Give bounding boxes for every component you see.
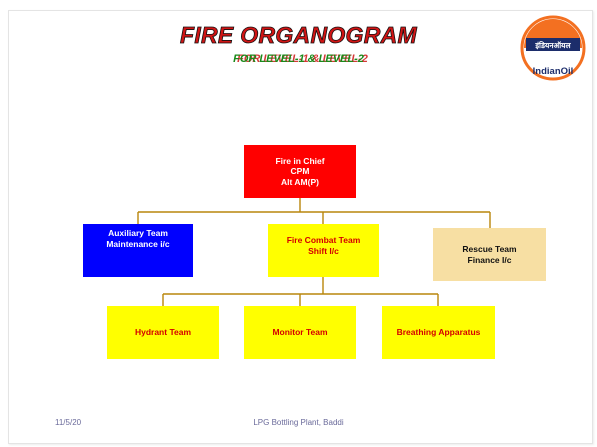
subtitle-text: FOR LEVEL-1 & LEVEL-2: [233, 53, 364, 65]
hydrant-team-label: Hydrant Team: [134, 327, 192, 338]
breathing-apparatus-label: Breathing Apparatus: [396, 327, 481, 338]
fire-combat-team-box: Fire Combat Team Shift I/c: [268, 224, 379, 277]
page-title: FIRE ORGANOGRAM: [179, 22, 418, 49]
rescue-team-incharge: Finance I/c: [467, 254, 512, 265]
auxiliary-team-box: Auxiliary Team Maintenance i/c: [83, 224, 193, 277]
chief-title: Fire in Chief: [275, 155, 325, 166]
auxiliary-team-incharge: Maintenance i/c: [106, 238, 170, 249]
footer-date: 11/5/20: [55, 418, 82, 427]
monitor-team-box: Monitor Team: [244, 306, 356, 359]
auxiliary-team-label: Auxiliary Team: [108, 228, 168, 238]
combat-team-label: Fire Combat Team: [286, 235, 361, 245]
hydrant-team-box: Hydrant Team: [107, 306, 219, 359]
logo-hindi-text: इंडियनऑयल: [534, 41, 571, 50]
combat-team-incharge: Shift I/c: [308, 245, 339, 256]
chief-alternate: Alt AM(P): [281, 176, 319, 187]
breathing-apparatus-box: Breathing Apparatus: [382, 306, 495, 359]
fire-in-chief-box: Fire in Chief CPM Alt AM(P): [244, 145, 356, 198]
chief-role: CPM: [290, 166, 310, 177]
rescue-team-label: Rescue Team: [462, 243, 517, 254]
monitor-team-label: Monitor Team: [272, 327, 328, 338]
logo-brand-text: IndianOil: [532, 66, 574, 77]
rescue-team-box: Rescue Team Finance I/c: [433, 228, 546, 281]
indianoil-logo-icon: इंडियनऑयल: [520, 15, 586, 81]
subtitle-shadow: FOR LEVEL-1 & LEVEL-2: [237, 53, 368, 65]
page-subtitle: FOR LEVEL-1 & LEVEL-2 FOR LEVEL-1 & LEVE…: [0, 53, 597, 65]
footer-location: LPG Bottling Plant, Baddi: [253, 418, 344, 427]
